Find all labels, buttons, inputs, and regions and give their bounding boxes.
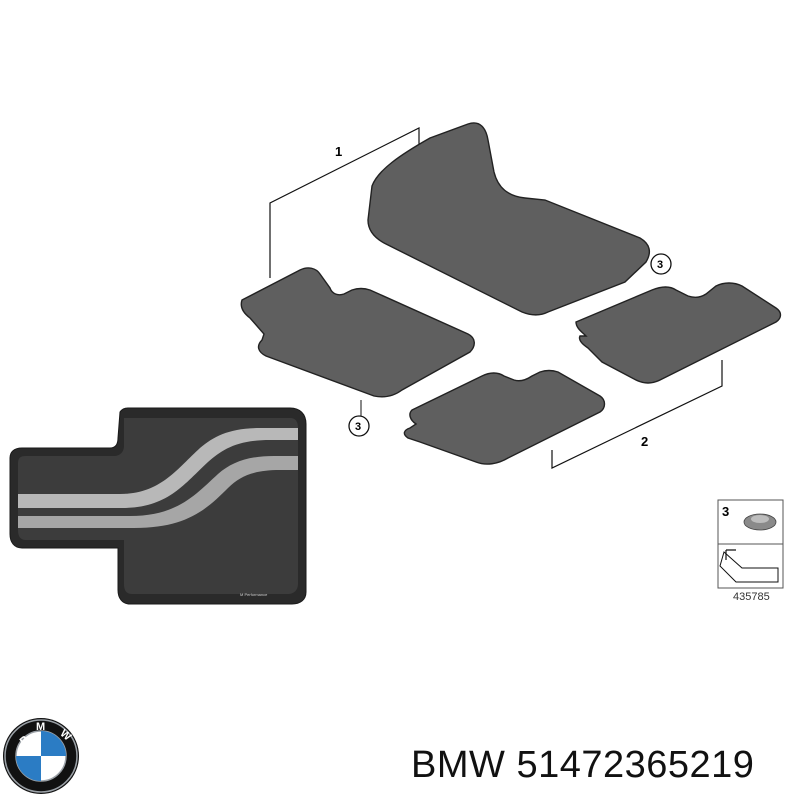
mat-photo: M Performance [9, 407, 307, 605]
bmw-logo-letter-m: M [36, 721, 45, 733]
mat-rear-right [575, 282, 782, 384]
mat-front-left [240, 267, 475, 398]
callout-3-left: 3 [355, 421, 361, 433]
mat-front-right [367, 122, 651, 316]
mat-photo-stripe-2 [18, 456, 298, 528]
bracket-part-1 [269, 127, 420, 278]
arrow-panel-icon [719, 551, 779, 583]
callout-circle-3-left [348, 415, 370, 437]
callout-3-right: 3 [657, 259, 663, 271]
part-number: 51472365219 [516, 744, 755, 786]
mat-photo-stripe-1 [18, 428, 298, 508]
brand-name: BMW [411, 744, 506, 786]
mat-rear-left [403, 369, 606, 465]
mat-logo-text: M Performance [240, 592, 268, 597]
callout-part-2: 2 [641, 434, 648, 449]
bracket-part-2 [551, 360, 723, 469]
bmw-logo-icon: B M W [3, 718, 79, 794]
legend-box: 3 435785 [717, 499, 784, 603]
brand-part-number: BMW 51472365219 [411, 740, 796, 790]
legend-callout-3: 3 [722, 504, 729, 519]
callout-part-1: 1 [335, 144, 342, 159]
callout-circle-3-right [650, 253, 672, 275]
clip-top-icon [751, 515, 769, 523]
legend-code: 435785 [733, 591, 770, 603]
